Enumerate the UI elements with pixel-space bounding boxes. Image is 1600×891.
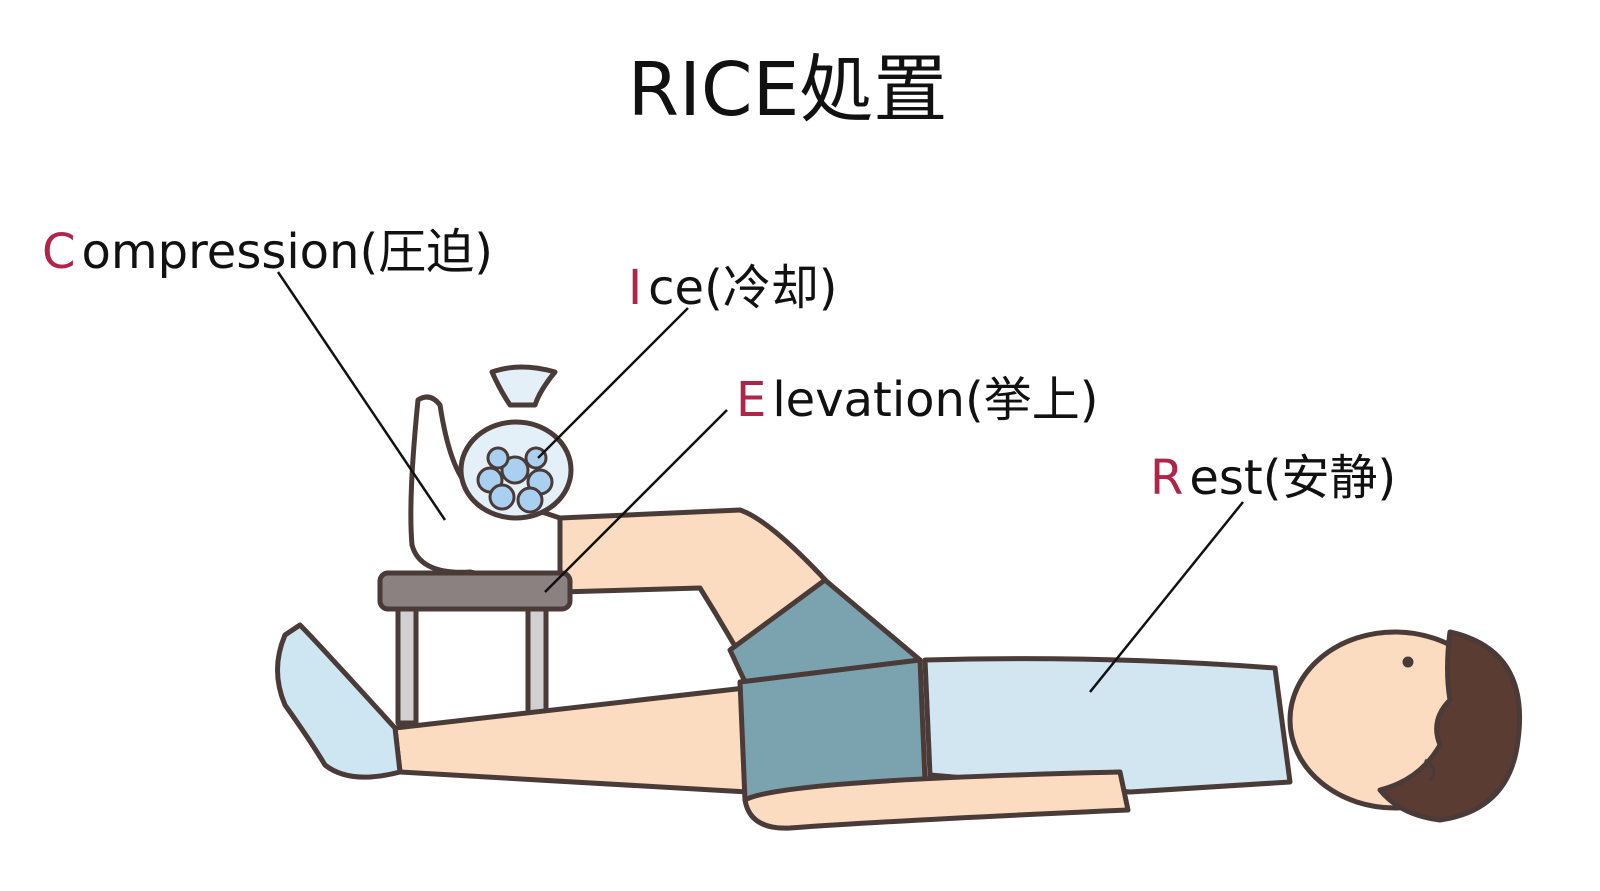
shirt	[922, 656, 1293, 795]
stool-leg	[395, 602, 419, 726]
leader-compression	[276, 271, 447, 521]
hair	[1377, 629, 1523, 823]
leader-ice	[537, 307, 689, 459]
diagram-title: RICE処置	[627, 47, 948, 133]
label-initial: R	[1150, 450, 1184, 506]
straight-leg	[392, 685, 751, 795]
ice-cubes	[476, 446, 554, 514]
label-initial: E	[736, 372, 767, 428]
label-initial: C	[42, 224, 76, 280]
arm	[742, 769, 1131, 831]
label-text: ce(冷却)	[648, 260, 838, 316]
label-text: est(安静)	[1189, 450, 1397, 506]
sock	[275, 622, 403, 780]
leader-rest	[1089, 501, 1244, 693]
leader-elevation	[544, 409, 728, 593]
label-text: ompression(圧迫)	[81, 224, 493, 280]
label-text: levation(挙上)	[772, 372, 1099, 428]
ice-bag-neck	[489, 364, 558, 408]
stool-leg	[525, 602, 549, 720]
label-initial: I	[628, 260, 643, 316]
stool-seat	[377, 570, 573, 612]
